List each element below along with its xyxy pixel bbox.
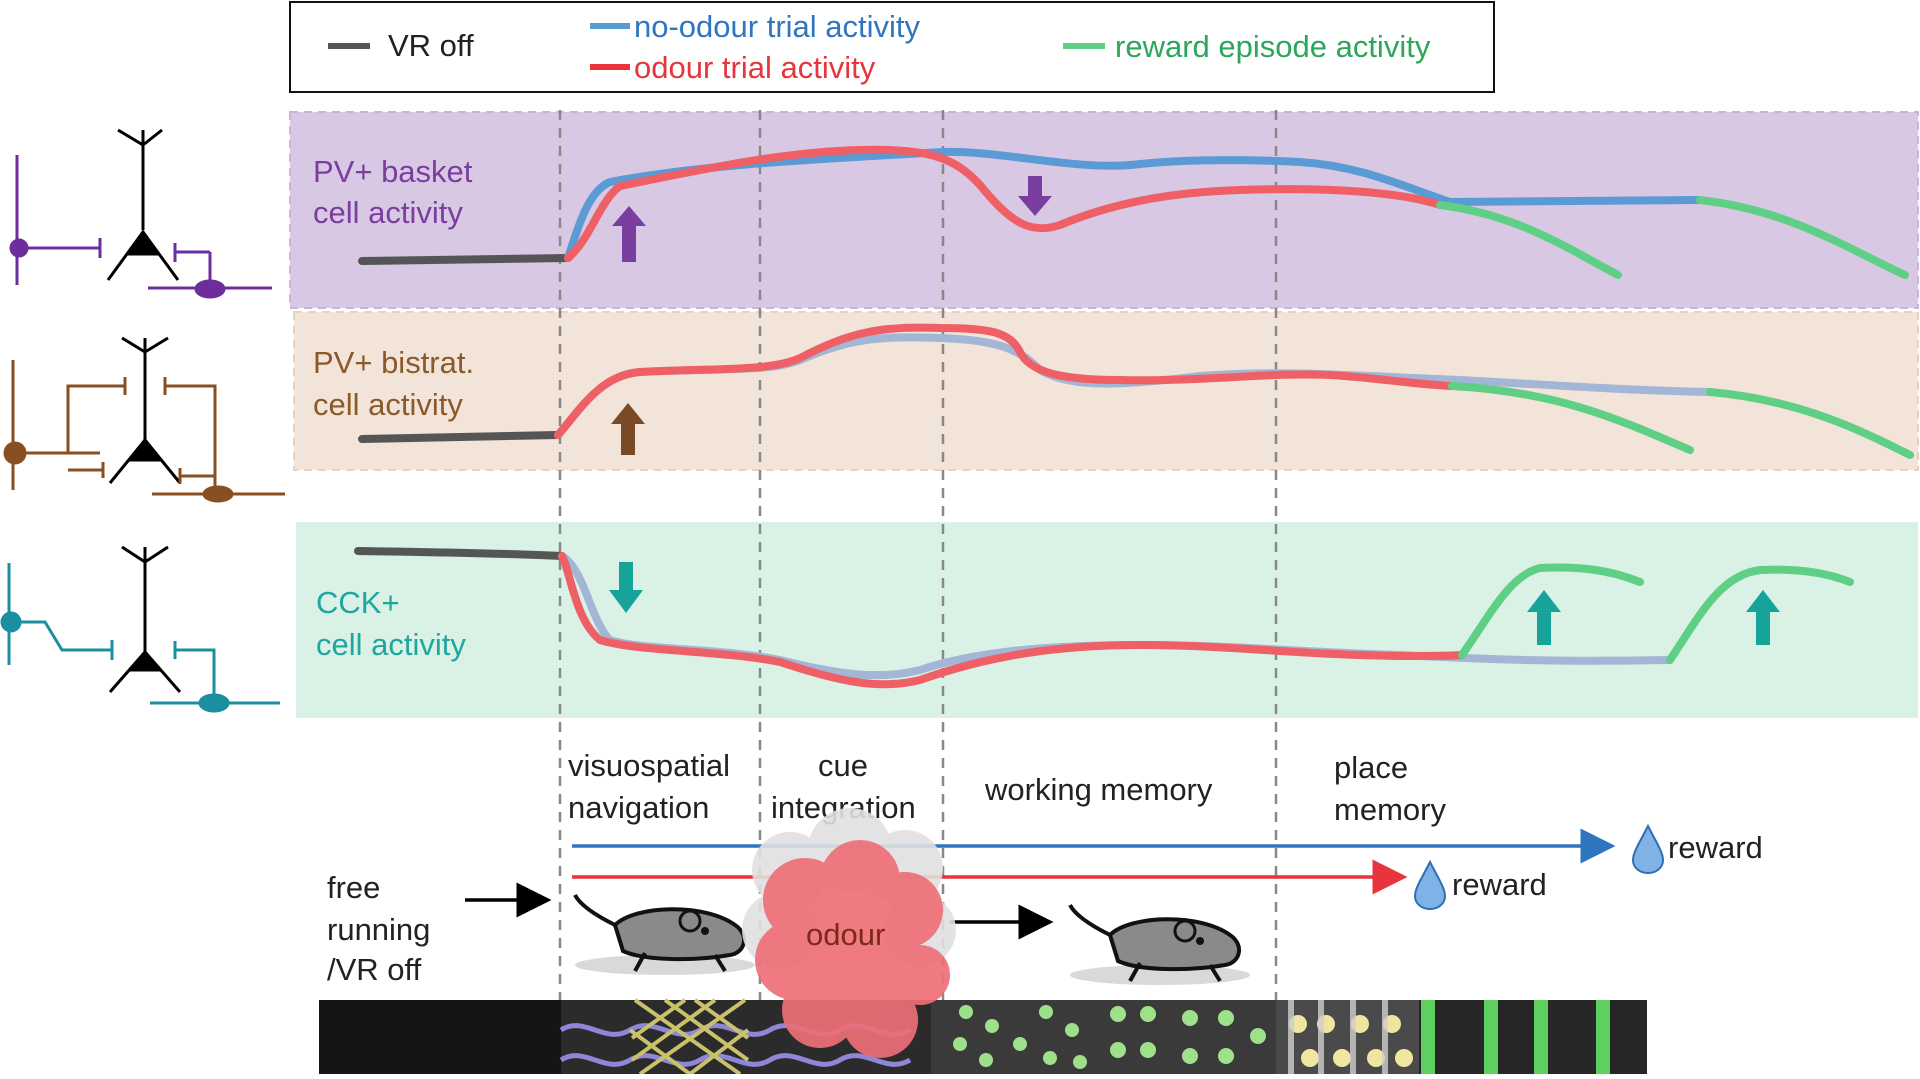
pv-basket-neuron-icon [9,128,272,299]
pv-basket-arrows [612,176,1052,262]
pv-basket-reward-trace-2 [1696,196,1909,279]
down-arrow-icon [1018,176,1052,216]
pv-basket-reward-trace-1 [1436,201,1622,279]
phase-working-memory: working memory [984,772,1213,807]
phase-cue-1: cue [818,748,868,783]
water-drop-icon [1631,823,1665,875]
vr-texture-strip [319,998,1647,1076]
legend-reward-episode: reward episode activity [1115,29,1431,64]
odour-cloud-icon: odour [742,808,956,1058]
cck-traces [354,547,1854,689]
cck-neuron-icon [0,545,280,713]
cck-vr-off-trace [354,547,566,560]
up-arrow-icon [611,403,645,455]
free-running-line1: free [327,870,380,905]
pv-bistrat-neuron-icon [3,336,285,503]
cck-reward-trace-2 [1666,565,1854,664]
cck-label-2: cell activity [316,627,466,662]
cck-arrows [609,562,1780,645]
free-running-line2: running [327,912,430,947]
pv-bistrat-reward-trace-1 [1448,382,1694,454]
pv-basket-odour-trace [564,145,1444,262]
free-running-label: free running /VR off [327,870,430,987]
phase-place-1: place [1334,750,1408,785]
cck-reward-trace-1 [1458,563,1644,659]
pv-bistrat-label-1: PV+ bistrat. [313,345,474,380]
pv-bistrat-vr-off-trace [358,431,562,443]
phase-place-2: memory [1334,792,1446,827]
pv-basket-vr-off-trace [358,254,572,265]
reward-label-red: reward [1452,867,1547,902]
pv-basket-no-odour-trace [564,147,1704,262]
pv-bistrat-odour-trace [554,323,1456,439]
down-arrow-icon [609,562,643,613]
up-arrow-icon [1527,590,1561,645]
up-arrow-icon [612,206,646,262]
pv-bistrat-reward-trace-2 [1706,388,1914,459]
pv-bistrat-label-2: cell activity [313,387,463,422]
pv-basket-traces [358,145,1909,279]
phase-labels: visuospatial navigation cue integration … [568,748,1446,827]
pv-basket-label-1: PV+ basket [313,154,473,189]
odour-label: odour [806,917,885,952]
mouse-icon [1068,903,1250,985]
cck-odour-trace [558,552,1466,689]
legend-odour: odour trial activity [634,50,876,85]
legend-vr-off: VR off [388,28,474,63]
legend-no-odour: no-odour trial activity [634,9,921,44]
free-running-line3: /VR off [327,952,422,987]
phase-visuospatial-2: navigation [568,790,709,825]
pv-basket-label-2: cell activity [313,195,463,230]
up-arrow-icon [1746,590,1780,645]
cck-label-1: CCK+ [316,585,400,620]
water-drop-icon [1413,859,1447,911]
legend: VR off no-odour trial activity odour tri… [289,1,1495,93]
pv-bistrat-traces [358,323,1914,459]
reward-label-blue: reward [1668,830,1763,865]
mouse-icon [573,893,755,975]
phase-visuospatial-1: visuospatial [568,748,730,783]
